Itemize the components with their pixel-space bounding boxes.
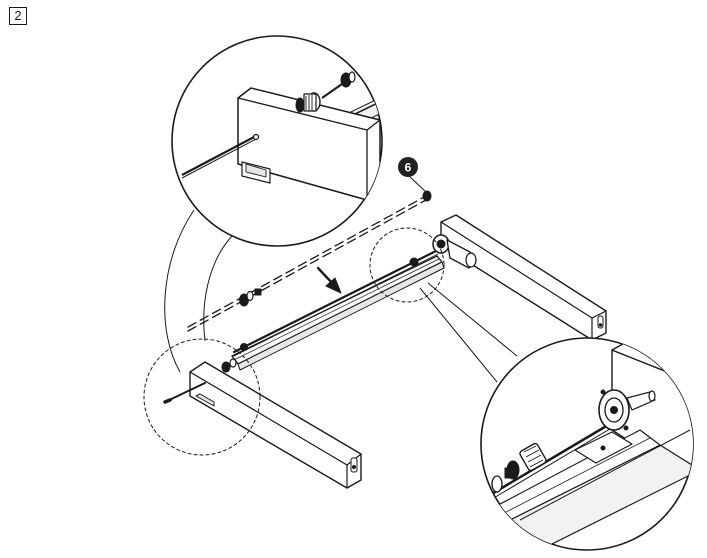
direction-arrow [316, 266, 342, 294]
detail-circle-bottom-right [480, 337, 694, 551]
crossbar [231, 255, 445, 371]
right-leg [432, 214, 607, 341]
step-number: 2 [14, 8, 22, 23]
detail-circle-top [171, 35, 383, 247]
drive-shaft [232, 248, 440, 357]
magnifier-circle-right [369, 227, 445, 303]
part-callout-badge: 6 [398, 157, 426, 192]
left-leg [163, 358, 362, 489]
magnifier-circle-left [143, 338, 261, 456]
main-assembly [143, 190, 607, 489]
insertion-path [187, 190, 432, 332]
detail-leaders [164, 209, 518, 383]
step-number-box: 2 [9, 7, 27, 25]
callout-label: 6 [405, 161, 412, 175]
